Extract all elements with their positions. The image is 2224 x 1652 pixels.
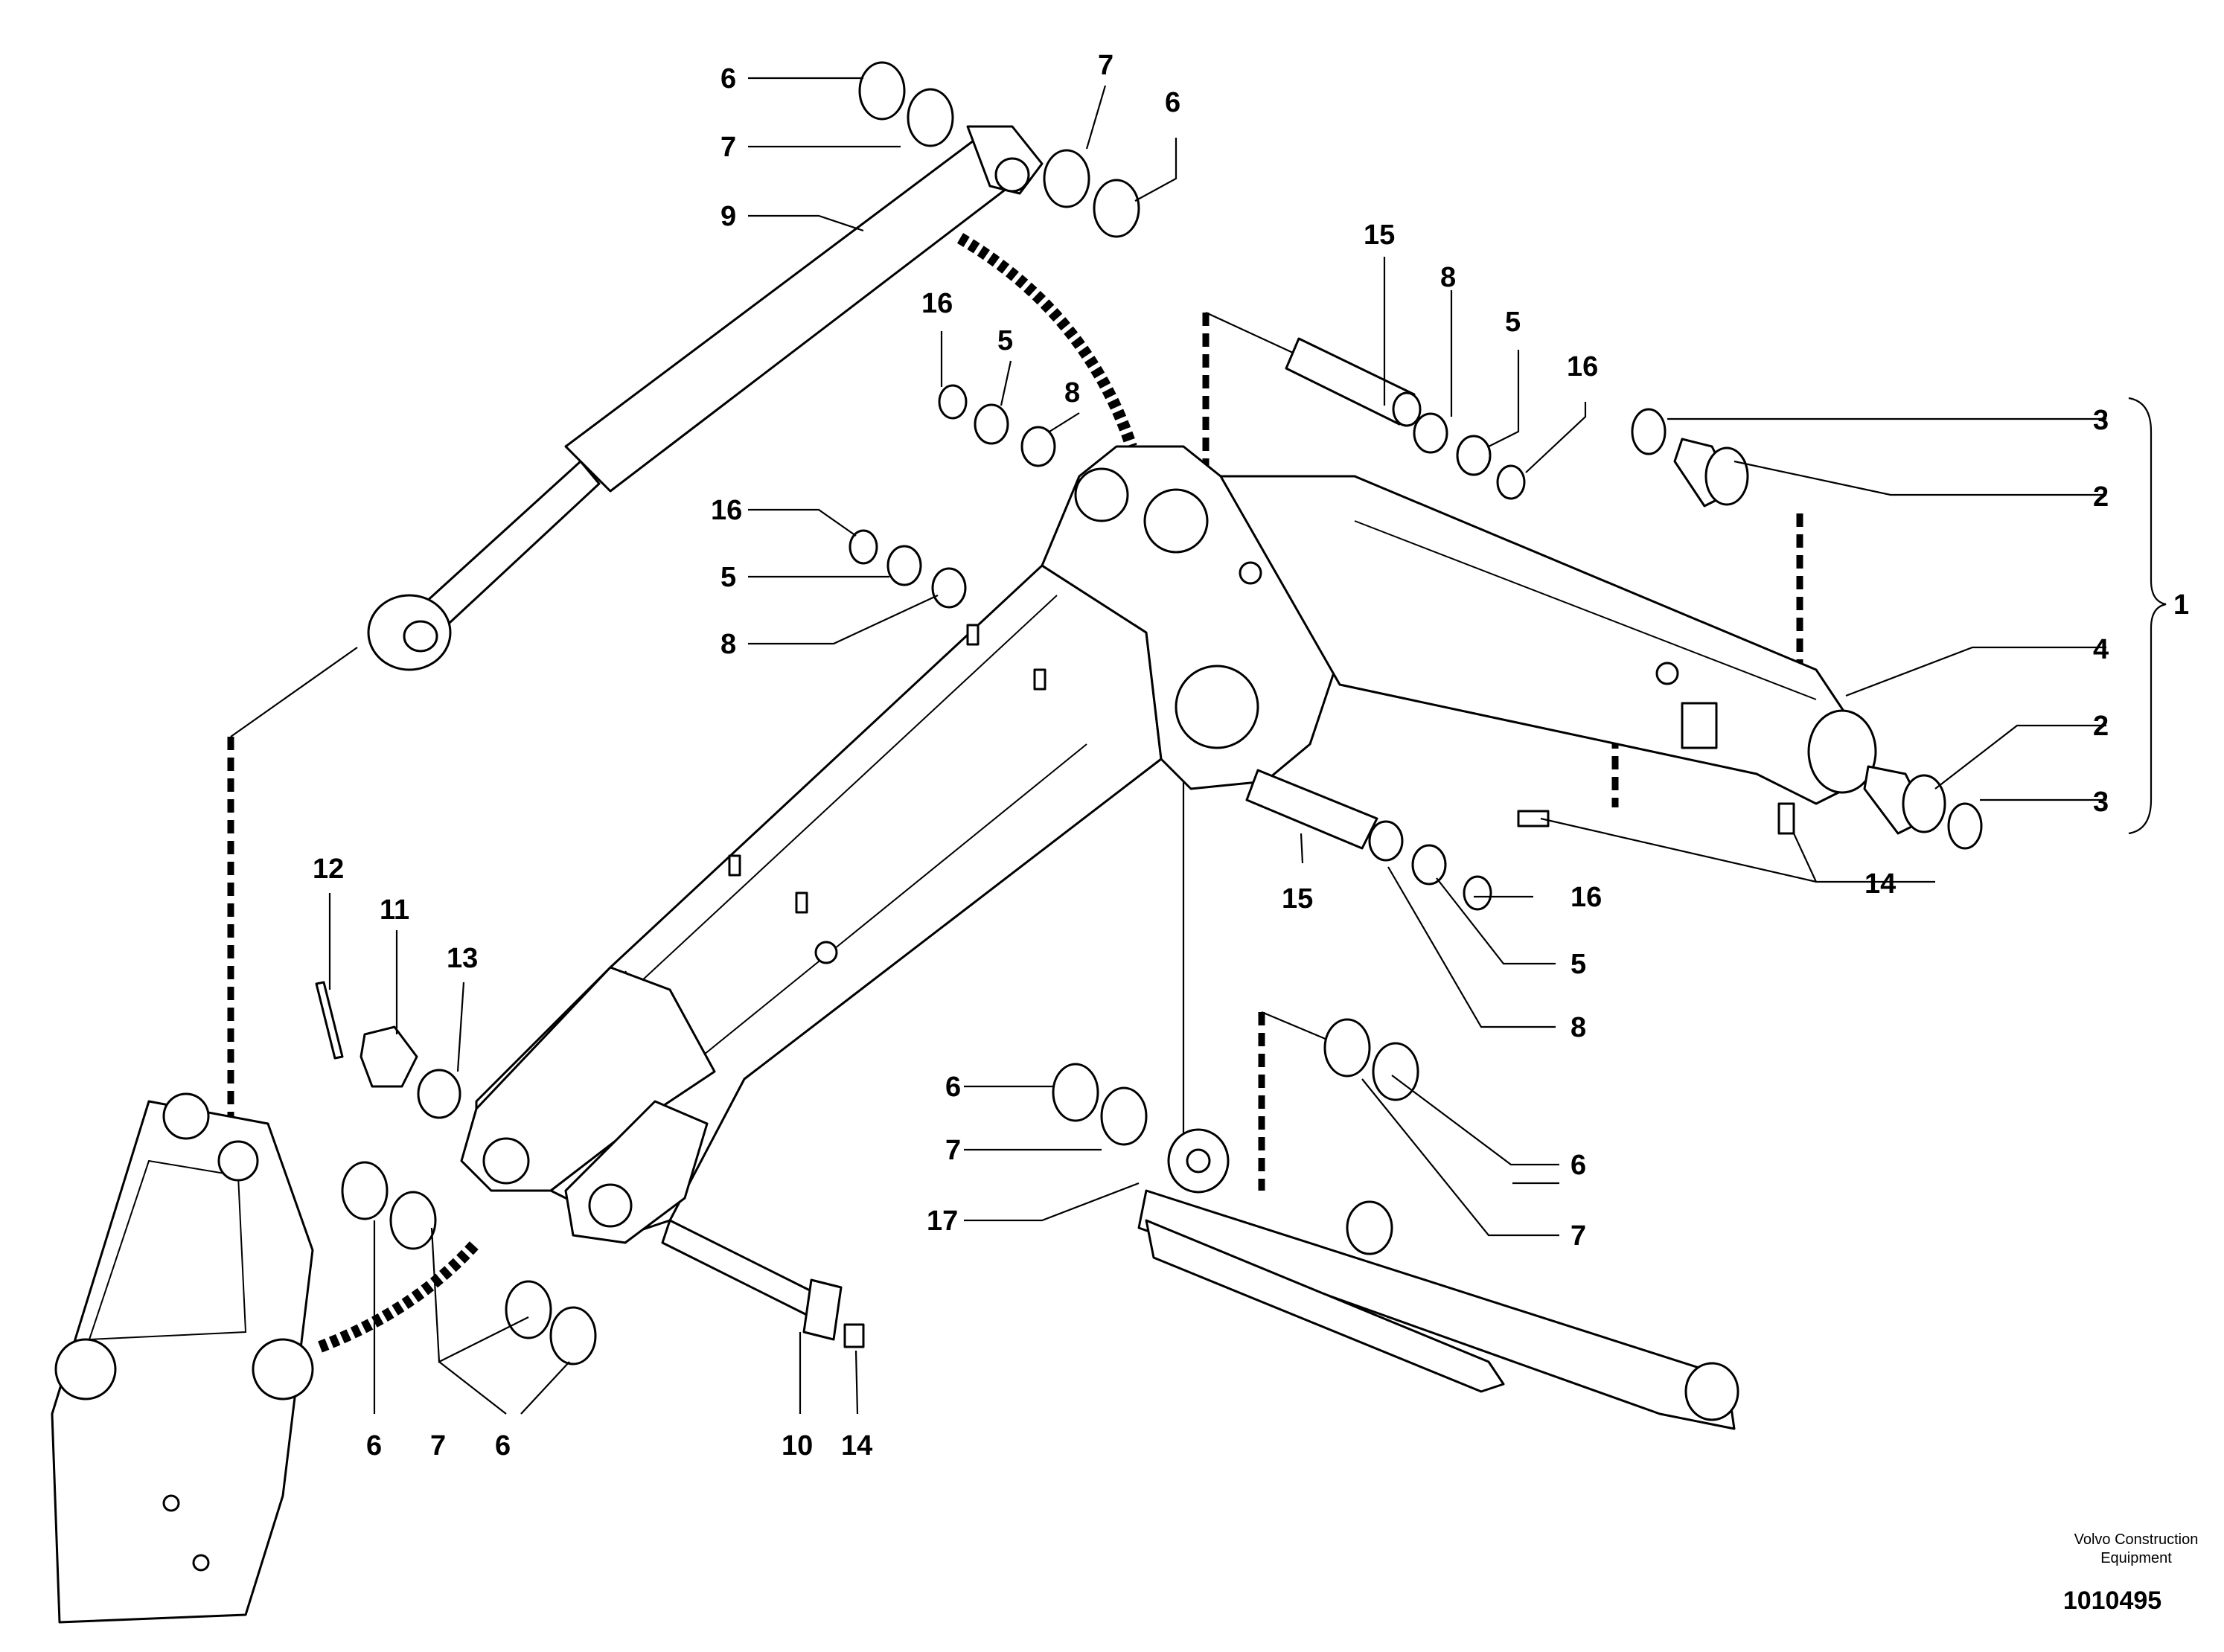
small-parts <box>315 61 1983 1366</box>
callout-14-a: 14 <box>1864 868 1896 900</box>
callout-10: 10 <box>782 1430 813 1461</box>
connection-lines <box>227 233 1803 1353</box>
callout-labels: 6 7 9 7 6 16 5 8 16 5 8 15 8 5 16 3 2 1 … <box>313 50 2189 1461</box>
callout-11: 11 <box>380 894 409 926</box>
callout-7-a: 7 <box>720 132 736 163</box>
brand-line-2: Equipment <box>2100 1550 2172 1566</box>
callout-2-a: 2 <box>2093 481 2109 513</box>
callout-8-c: 8 <box>1440 262 1456 293</box>
callout-6-b: 6 <box>1165 87 1180 118</box>
boom-fittings <box>728 561 1718 964</box>
callout-16-d: 16 <box>1570 882 1602 913</box>
callout-7-b: 7 <box>1098 50 1113 81</box>
callout-8-d: 8 <box>1570 1012 1586 1043</box>
callout-16-c: 16 <box>1567 351 1598 382</box>
callout-15-b: 15 <box>1282 883 1313 915</box>
bottom-cylinder <box>1137 1128 1739 1430</box>
callout-5-d: 5 <box>1570 949 1586 980</box>
callout-12: 12 <box>313 854 344 885</box>
callout-5-a: 5 <box>997 325 1013 356</box>
arm-section <box>51 1092 314 1624</box>
callout-15-a: 15 <box>1364 220 1395 251</box>
callout-6-f: 6 <box>495 1430 511 1461</box>
leader-lines <box>328 77 2167 1415</box>
callout-5-c: 5 <box>1505 307 1521 338</box>
callout-7-e: 7 <box>430 1430 446 1461</box>
document-number: 1010495 <box>2063 1587 2161 1615</box>
callout-4: 4 <box>2093 634 2109 665</box>
top-cylinder <box>367 125 1044 671</box>
callout-6-c: 6 <box>945 1072 961 1103</box>
callout-8-b: 8 <box>720 629 736 660</box>
boom <box>460 445 1877 1244</box>
callout-7-d: 7 <box>1570 1220 1586 1252</box>
callout-7-c: 7 <box>945 1135 961 1166</box>
callout-6-e: 6 <box>366 1430 382 1461</box>
callout-1: 1 <box>2173 589 2189 621</box>
callout-13: 13 <box>447 943 478 974</box>
callout-14-b: 14 <box>841 1430 872 1461</box>
callout-8-a: 8 <box>1064 377 1080 409</box>
callout-3-a: 3 <box>2093 405 2109 436</box>
callout-5-b: 5 <box>720 562 736 593</box>
footer: Volvo Construction Equipment 1010495 <box>2063 1531 2199 1615</box>
callout-6-a: 6 <box>720 63 736 95</box>
callout-6-d: 6 <box>1570 1150 1586 1181</box>
callout-16-a: 16 <box>921 288 953 319</box>
callout-3-b: 3 <box>2093 787 2109 818</box>
brand-line-1: Volvo Construction <box>2074 1531 2199 1548</box>
callout-17: 17 <box>927 1206 958 1237</box>
callout-2-b: 2 <box>2093 711 2109 742</box>
callout-9: 9 <box>720 201 736 232</box>
callout-16-b: 16 <box>711 495 742 526</box>
